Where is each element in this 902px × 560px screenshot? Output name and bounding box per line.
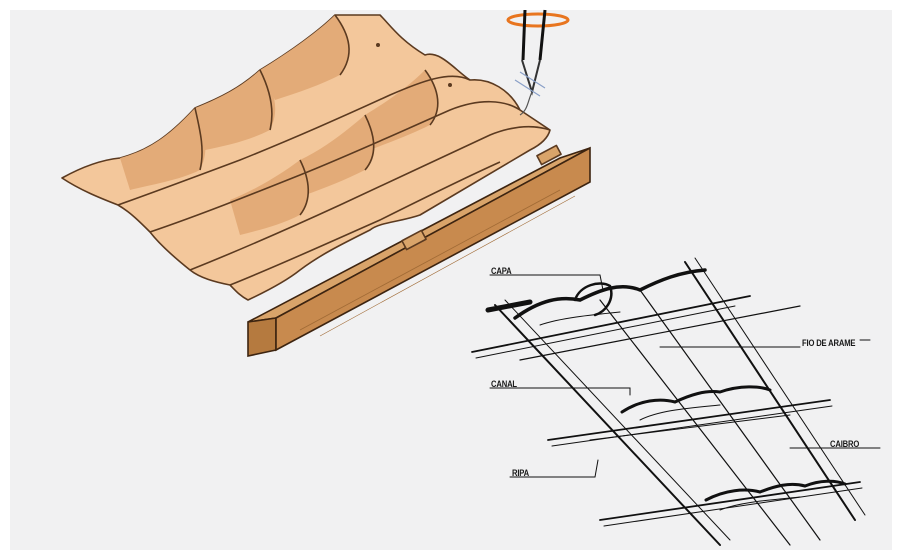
label-ripa: RIPA [512,468,530,478]
label-fio-de-arame: FIO DE ARAME [802,338,856,348]
label-capa: CAPA [491,266,512,276]
frame-structure-drawing [471,257,881,546]
label-canal: CANAL [491,379,517,389]
clay-tiles [61,14,562,301]
label-caibro: CAIBRO [830,439,860,449]
wire-tool-icon [506,9,570,116]
